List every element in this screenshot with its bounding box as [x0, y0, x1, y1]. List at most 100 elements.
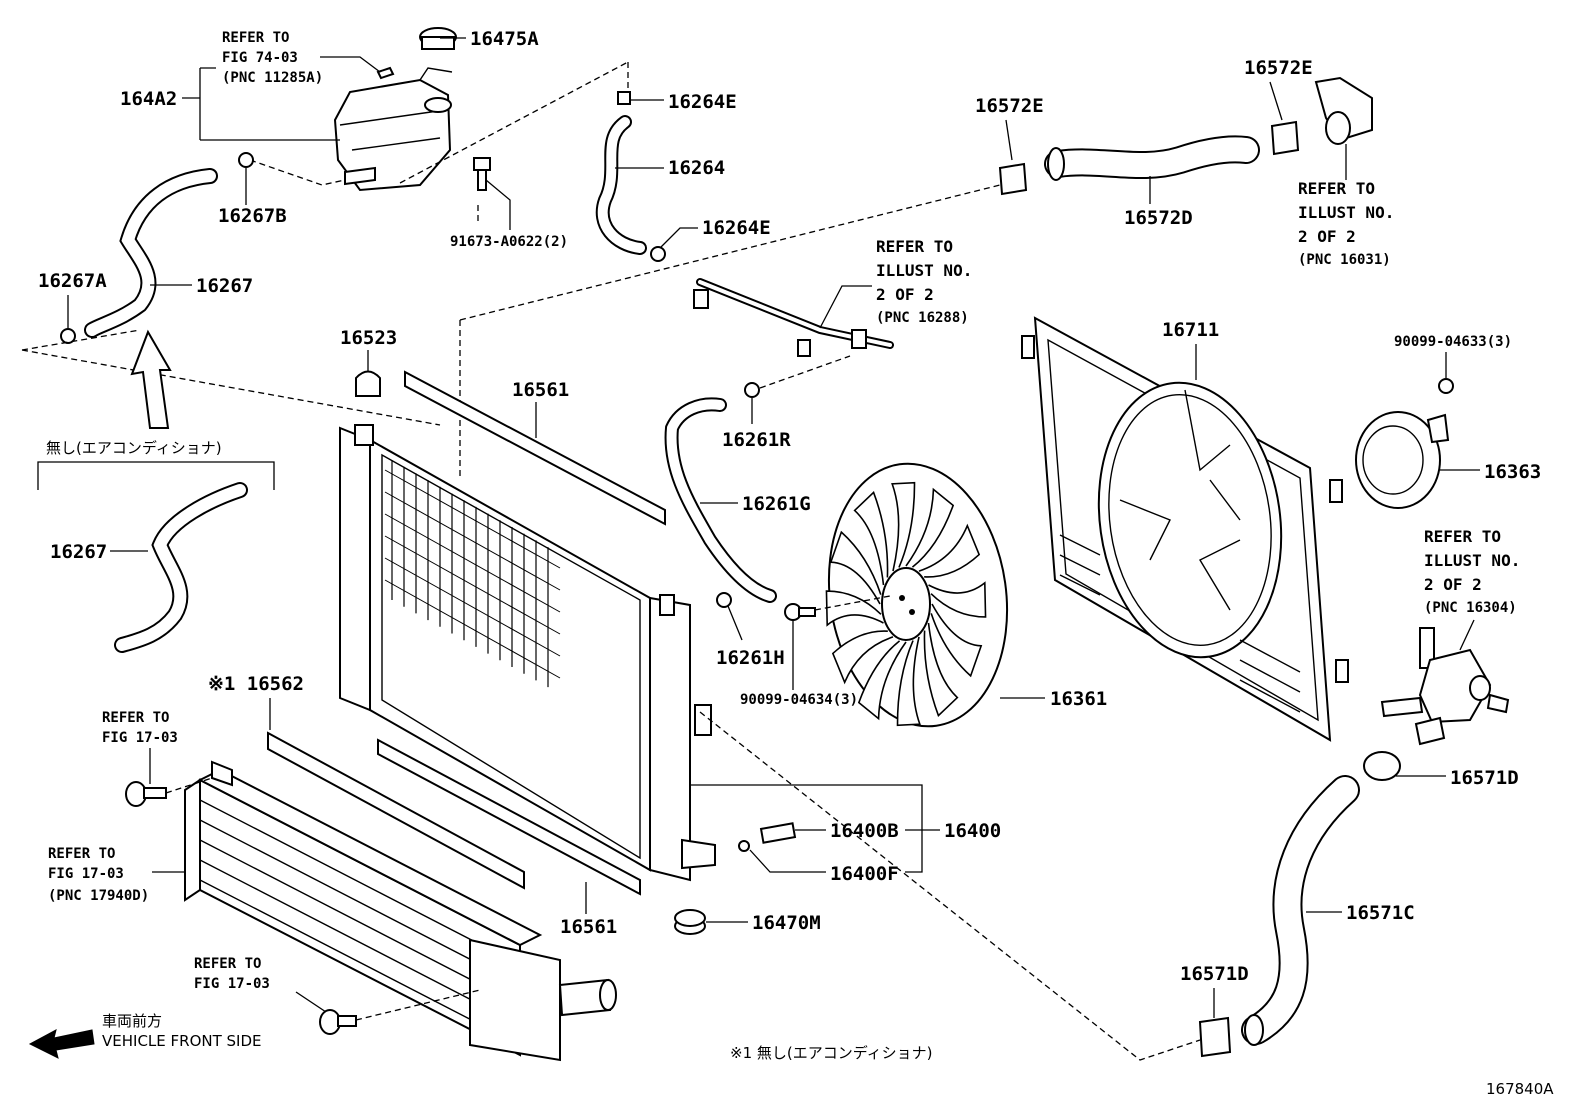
bolt-intercooler-bottom — [319, 1009, 357, 1035]
intercooler — [184, 760, 617, 1062]
part-label: 164A2 — [120, 88, 177, 110]
o-ring-16400F — [738, 840, 750, 852]
refer-line: FIG 17-03 — [194, 976, 270, 992]
direction-jp: 車両前方 — [102, 1012, 162, 1030]
fan-blade — [918, 523, 981, 578]
part-label: 16561 — [512, 379, 569, 401]
part-label: 16572E — [1244, 57, 1313, 79]
refer-line: ILLUST NO. — [1298, 203, 1394, 222]
refer-line: 2 OF 2 — [1298, 227, 1356, 246]
part-label: 16267B — [218, 205, 287, 227]
part-label: 16267 — [196, 275, 253, 297]
part-label: 16267A — [38, 270, 107, 292]
part-label: 16571D — [1180, 963, 1249, 985]
fan-blade — [829, 530, 882, 605]
part-label: 16571D — [1450, 767, 1519, 789]
hose-16572D — [998, 76, 1373, 196]
part-label: 16264E — [668, 91, 737, 113]
part-label: 90099-04633(3) — [1394, 334, 1512, 350]
fan-blade — [923, 622, 959, 717]
reservoir-tank — [333, 27, 457, 192]
part-label: 16572D — [1124, 207, 1193, 229]
fan-blade — [928, 581, 987, 618]
radiator-fin — [384, 535, 561, 635]
refer-line: REFER TO — [1298, 179, 1375, 198]
radiator-core — [339, 424, 716, 882]
fan-blade — [896, 636, 921, 727]
fan-16361 — [825, 462, 1009, 728]
front-direction-arrow-icon — [28, 1029, 95, 1059]
refer-line: (PNC 17940D) — [48, 888, 149, 904]
radiator-fin — [384, 513, 561, 613]
bolt-90099-04634 — [784, 603, 816, 621]
part-label: 16571C — [1346, 902, 1415, 924]
part-label: 16470M — [752, 912, 821, 934]
bolt-intercooler-top — [125, 781, 167, 807]
part-label: 16361 — [1050, 688, 1107, 710]
diagram-id: 167840A — [1486, 1080, 1554, 1098]
part-label: 16267 — [50, 541, 107, 563]
bolt-91673 — [473, 157, 491, 191]
direction-en: VEHICLE FRONT SIDE — [102, 1032, 262, 1050]
part-label: 16363 — [1484, 461, 1541, 483]
radiator-fin — [384, 469, 561, 569]
refer-line: (PNC 16031) — [1298, 252, 1391, 268]
seal-16561-top — [404, 370, 666, 526]
refer-line: FIG 17-03 — [48, 866, 124, 882]
seal-16562 — [267, 731, 525, 890]
refer-line: FIG 74-03 — [222, 50, 298, 66]
fan-blade — [891, 481, 916, 572]
radiator-fin — [384, 491, 561, 591]
hose-16267 — [60, 152, 254, 344]
part-label: 16711 — [1162, 319, 1219, 341]
part-label: 16264E — [702, 217, 771, 239]
hose-16261G — [664, 382, 777, 608]
hose-16267-alt — [114, 482, 248, 653]
water-outlet — [1380, 627, 1510, 746]
part-label: 16561 — [560, 916, 617, 938]
part-label: 16261R — [722, 429, 791, 451]
fan-blade — [905, 487, 955, 568]
part-label: 16264 — [668, 157, 725, 179]
refer-line: REFER TO — [222, 30, 289, 46]
radiator-fin — [384, 557, 561, 657]
cap-16523 — [355, 370, 381, 397]
refer-line: ILLUST NO. — [876, 261, 972, 280]
part-label: 16523 — [340, 327, 397, 349]
refer-line: FIG 17-03 — [102, 730, 178, 746]
part-label: 16400F — [830, 863, 899, 885]
refer-line: REFER TO — [194, 956, 261, 972]
fan-blade — [853, 491, 889, 586]
hose-16571C — [1198, 751, 1401, 1058]
refer-line: REFER TO — [48, 846, 115, 862]
part-label: ※1 16562 — [208, 673, 304, 695]
fan-motor-16363 — [1355, 378, 1454, 509]
part-label: 16261G — [742, 493, 811, 515]
refer-line: 2 OF 2 — [876, 285, 934, 304]
part-label: 16475A — [470, 28, 539, 50]
refer-line: REFER TO — [1424, 527, 1501, 546]
hose-16264 — [595, 91, 666, 262]
part-label: 90099-04634(3) — [740, 692, 858, 708]
fan-blade — [857, 640, 907, 721]
part-label: 16572E — [975, 95, 1044, 117]
refer-line: 2 OF 2 — [1424, 575, 1482, 594]
footnote: ※1 無し(エアコンディショナ) — [730, 1044, 933, 1062]
refer-line: (PNC 16304) — [1424, 600, 1517, 616]
part-label: 16400B — [830, 820, 899, 842]
part-label: 16261H — [716, 647, 785, 669]
seal-16561-bottom — [377, 738, 641, 896]
refer-line: REFER TO — [876, 237, 953, 256]
refer-line: (PNC 16288) — [876, 310, 969, 326]
radiator-fin — [384, 579, 561, 679]
fan-blade — [930, 603, 983, 678]
ac-note: 無し(エアコンディショナ) — [46, 439, 222, 457]
fan-blade — [831, 630, 894, 685]
water-pipe — [693, 278, 894, 357]
part-label: 91673-A0622(2) — [450, 234, 568, 250]
cushion-16470M — [674, 909, 706, 935]
refer-line: (PNC 11285A) — [222, 70, 323, 86]
refer-line: REFER TO — [102, 710, 169, 726]
drain-plug-16400B — [759, 822, 797, 844]
